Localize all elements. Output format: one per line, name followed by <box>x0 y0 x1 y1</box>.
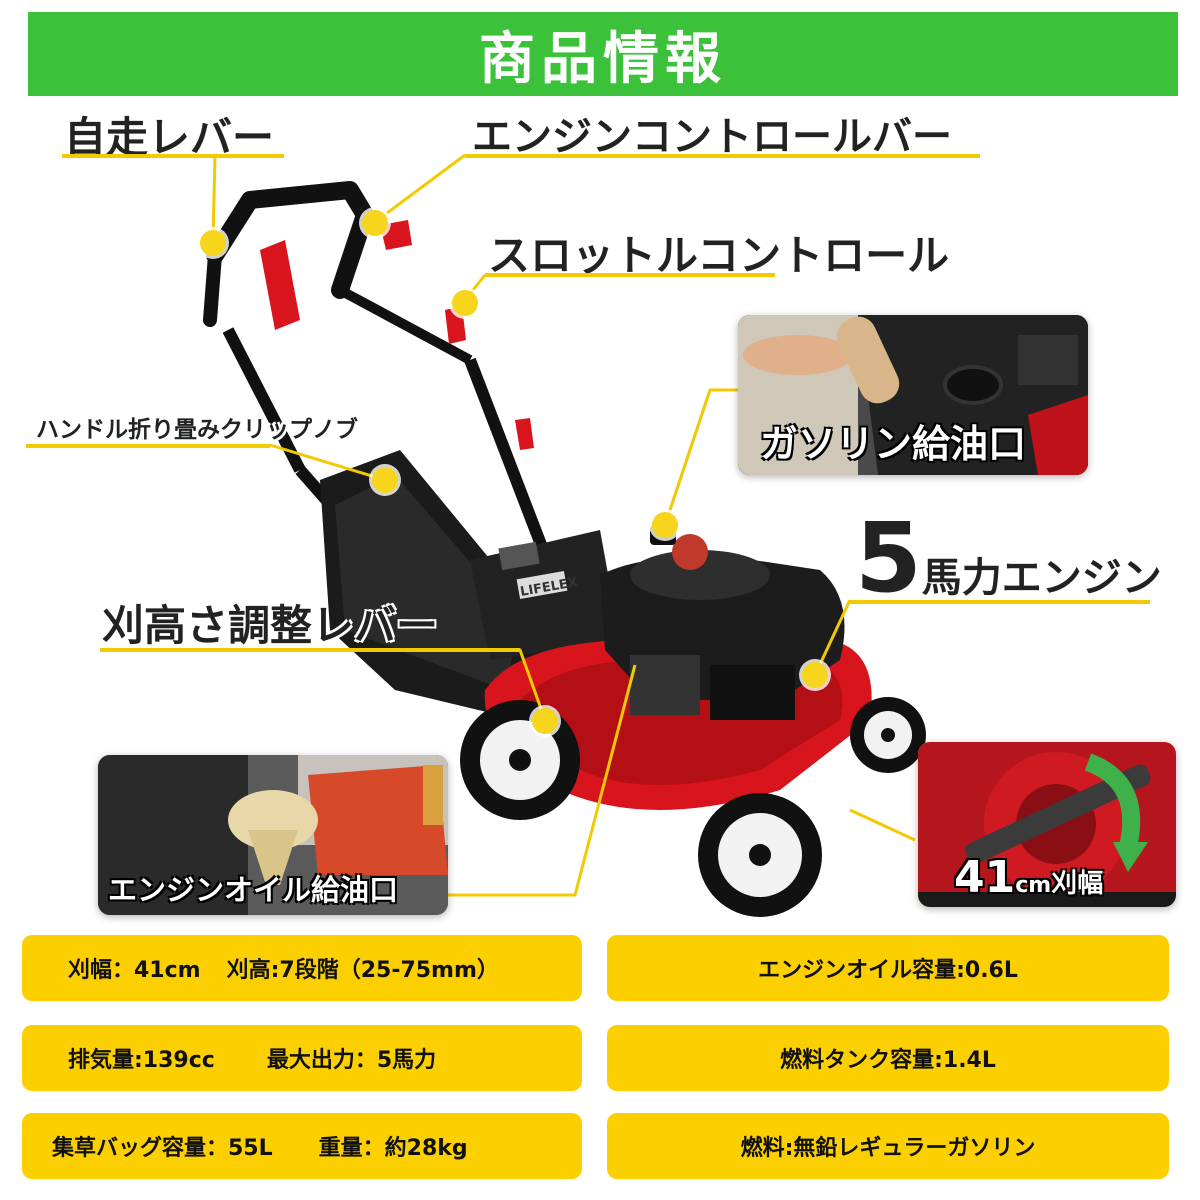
callout-dot-engine-bar <box>362 210 388 236</box>
spec-weight: 重量：約28kg <box>318 1136 468 1161</box>
spec-fuel-type: 燃料:無鉛レギュラーガソリン <box>740 1136 1036 1161</box>
fuel-inlet-photo-art <box>738 315 1088 475</box>
cutting-width-photo: 41cm刈幅 <box>918 742 1176 907</box>
callout-dot-self-propel <box>200 230 226 256</box>
oil-inlet-photo: エンジンオイル給油口 <box>98 755 448 915</box>
cutting-width-photo-art <box>918 742 1176 907</box>
spec-cutting-width: 刈幅：41cm <box>68 958 201 983</box>
underline-engine <box>850 600 1150 604</box>
label-throttle-control: スロットルコントロール <box>488 231 950 280</box>
callout-dot-handle-knob <box>372 467 398 493</box>
page-title: 商品情報 <box>479 26 727 92</box>
spec-fuel-tank: 燃料タンク容量:1.4L <box>780 1048 996 1073</box>
spec-cutting-width-height: 刈幅：41cm 刈高:7段階（25-75mm） <box>22 935 582 1001</box>
underline-height-lever <box>100 648 520 652</box>
engine-power-suffix: 馬力エンジン <box>921 555 1162 601</box>
callout-dot-engine <box>802 662 828 688</box>
cutting-width-number: 41 <box>954 852 1016 903</box>
label-engine-control-bar: エンジンコントロールバー <box>472 114 952 160</box>
spec-cutting-height: 刈高:7段階（25-75mm） <box>226 958 499 983</box>
fuel-inlet-photo: ガソリン給油口 <box>738 315 1088 475</box>
spec-bag-capacity: 集草バッグ容量：55L <box>52 1136 273 1161</box>
underline-engine-bar <box>465 154 980 158</box>
spec-fuel-type-box: 燃料:無鉛レギュラーガソリン <box>607 1113 1169 1179</box>
callout-dot-throttle <box>452 290 478 316</box>
label-cutting-height-lever: 刈高さ調整レバー <box>102 601 439 650</box>
spec-max-output: 最大出力：5馬力 <box>266 1048 437 1073</box>
underline-throttle <box>485 273 775 277</box>
spec-displacement-power: 排気量:139cc 最大出力：5馬力 <box>22 1025 582 1091</box>
label-self-propel-lever: 自走レバー <box>64 113 275 162</box>
oil-inlet-caption: エンジンオイル給油口 <box>108 873 399 907</box>
spec-oil-capacity-box: エンジンオイル容量:0.6L <box>607 935 1169 1001</box>
underline-self-propel <box>62 154 284 158</box>
oil-inlet-photo-art <box>98 755 448 915</box>
lawn-mower-image <box>203 153 926 917</box>
engine-power-number: 5 <box>855 502 922 614</box>
spec-fuel-tank-box: 燃料タンク容量:1.4L <box>607 1025 1169 1091</box>
callout-dot-fuel-inlet <box>652 512 678 538</box>
underline-handle-knob <box>26 444 270 448</box>
spec-displacement: 排気量:139cc <box>68 1048 215 1073</box>
spec-bag-weight: 集草バッグ容量：55L 重量：約28kg <box>22 1113 582 1179</box>
cutting-width-caption: 41cm刈幅 <box>954 852 1103 903</box>
fuel-inlet-caption: ガソリン給油口 <box>760 422 1027 466</box>
label-handle-fold-knob: ハンドル折り畳みクリップノブ <box>36 417 358 443</box>
callout-dot-height-lever <box>532 708 558 734</box>
page-title-bar: 商品情報 <box>28 12 1178 96</box>
cutting-width-suffix: 刈幅 <box>1051 869 1104 899</box>
label-engine-power: 5馬力エンジン <box>855 510 1162 606</box>
spec-oil-capacity: エンジンオイル容量:0.6L <box>758 958 1018 983</box>
cutting-width-unit: cm <box>1015 873 1052 898</box>
